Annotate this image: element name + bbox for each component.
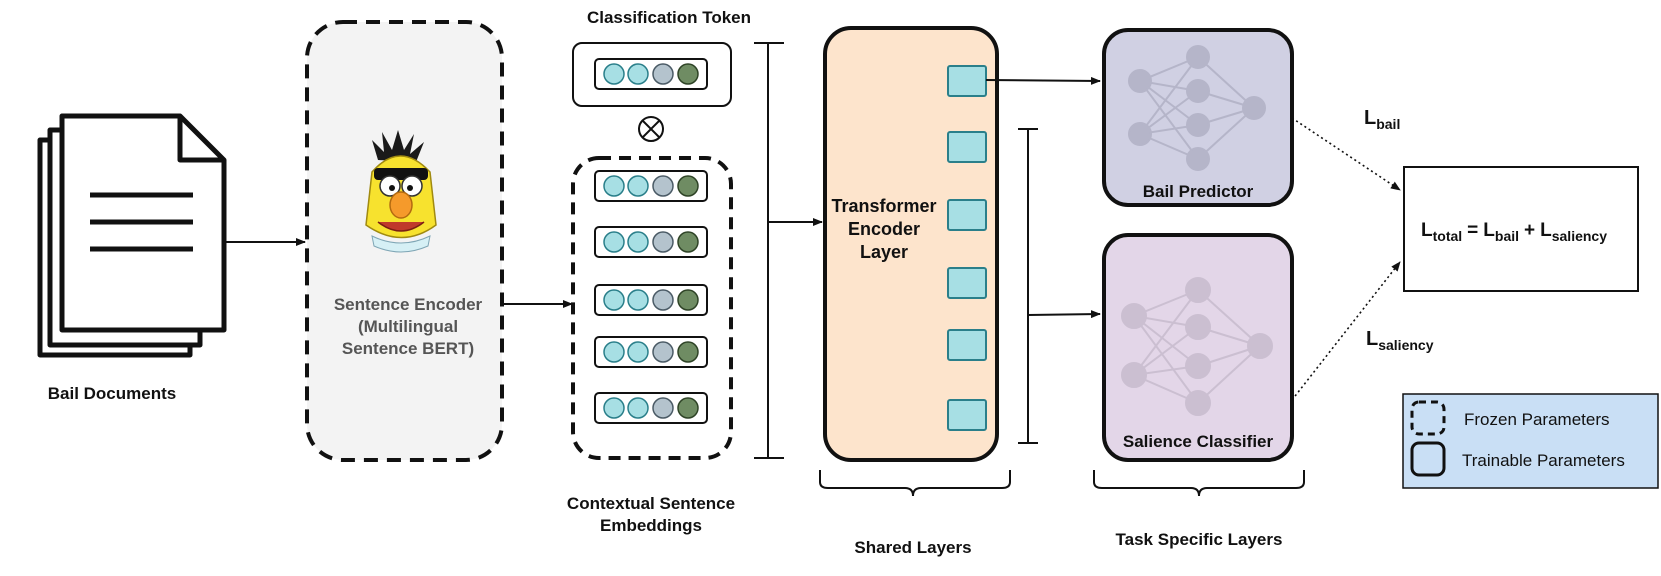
embedding-row bbox=[594, 170, 708, 202]
task-specific-layers-label: Task Specific Layers bbox=[1116, 530, 1283, 549]
arrow-saliency-loss bbox=[1291, 261, 1401, 401]
encoder-label-line1: Sentence Encoder bbox=[334, 295, 483, 314]
salience-classifier-box bbox=[1102, 233, 1294, 462]
trainable-legend-label: Trainable Parameters bbox=[1462, 451, 1625, 470]
input-join-bracket bbox=[754, 42, 784, 459]
neural-network-icon bbox=[1128, 45, 1266, 171]
total-loss-box bbox=[1403, 166, 1639, 292]
embedding-row bbox=[594, 284, 708, 316]
sentence-encoder-box bbox=[305, 20, 504, 462]
task-specific-layers-brace bbox=[1093, 470, 1305, 497]
transformer-output-cell bbox=[947, 131, 987, 163]
frozen-legend-swatch bbox=[1410, 400, 1446, 436]
bert-character-icon bbox=[365, 130, 437, 253]
transformer-output-cell bbox=[947, 65, 987, 97]
loss-saliency-label: Lsaliency bbox=[1366, 328, 1434, 353]
embedding-row bbox=[594, 336, 708, 368]
transformer-label-line2: Encoder bbox=[848, 219, 920, 239]
trainable-legend-swatch bbox=[1410, 441, 1446, 477]
classification-token-label: Classification Token bbox=[587, 8, 751, 27]
documents-label: Bail Documents bbox=[48, 384, 176, 403]
loss-bail-label: Lbail bbox=[1364, 107, 1400, 132]
transformer-output-cell bbox=[947, 267, 987, 299]
transformer-output-cell bbox=[947, 399, 987, 431]
cls-embedding-row bbox=[594, 58, 708, 90]
shared-layers-brace bbox=[819, 470, 1011, 497]
documents-icon bbox=[37, 113, 227, 358]
transformer-label-line1: Transformer bbox=[831, 196, 936, 216]
output-join-bracket bbox=[1018, 128, 1038, 444]
frozen-legend-label: Frozen Parameters bbox=[1464, 410, 1610, 429]
embedding-row bbox=[594, 226, 708, 258]
arrow-bail-loss bbox=[1291, 117, 1401, 191]
total-loss-equation: Ltotal=Lbail+Lsaliency bbox=[1421, 220, 1607, 244]
shared-layers-label: Shared Layers bbox=[854, 538, 971, 557]
arrow-to-bail-predictor bbox=[985, 76, 1101, 85]
contextual-embeddings-label-line2: Embeddings bbox=[600, 516, 702, 535]
transformer-output-cell bbox=[947, 199, 987, 231]
arrow-to-salience-classifier bbox=[1027, 310, 1101, 319]
bail-predictor-label: Bail Predictor bbox=[1143, 182, 1254, 201]
neural-network-icon bbox=[1121, 277, 1273, 416]
transformer-output-cell bbox=[947, 329, 987, 361]
contextual-embeddings-label-line1: Contextual Sentence bbox=[567, 494, 735, 513]
embedding-row bbox=[594, 392, 708, 424]
salience-classifier-label: Salience Classifier bbox=[1123, 432, 1274, 451]
encoder-label-line3: Sentence BERT) bbox=[342, 339, 474, 358]
encoder-label-line2: (Multilingual bbox=[358, 317, 458, 336]
transformer-label-line3: Layer bbox=[860, 242, 908, 262]
